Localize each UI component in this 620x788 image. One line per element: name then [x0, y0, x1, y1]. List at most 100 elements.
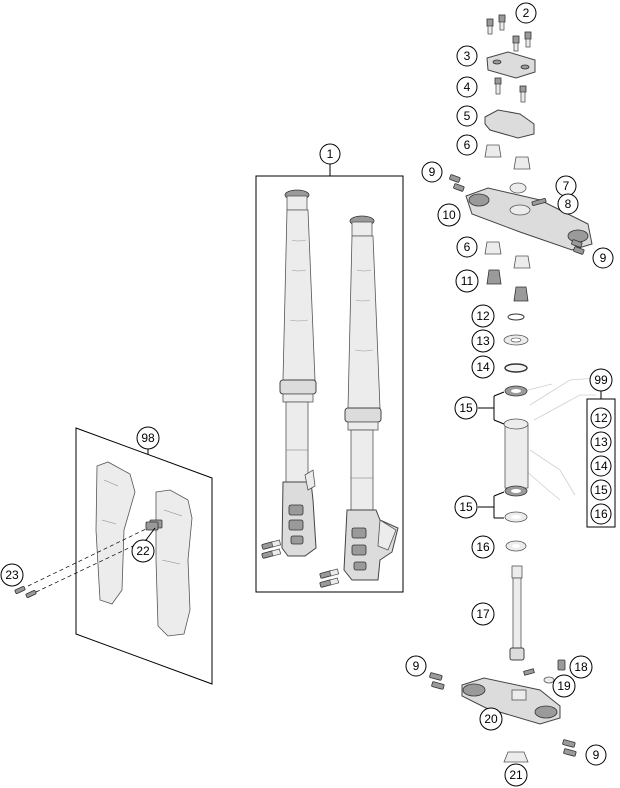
callout-circle — [592, 247, 614, 269]
callout-10: 10 — [437, 203, 461, 227]
callout-number: 12 — [594, 411, 608, 425]
callout-circle — [590, 455, 612, 477]
frame-outline — [519, 377, 597, 501]
callout-number: 10 — [442, 208, 456, 222]
callout-circle — [456, 134, 478, 156]
clamp-part-5 — [484, 109, 535, 139]
kit-99-item-16: 16 — [590, 503, 612, 525]
callout-circle — [479, 707, 503, 731]
fork-leg-right — [343, 215, 399, 581]
callout-21: 21 — [504, 763, 528, 787]
callout-circle — [590, 503, 612, 525]
callout-23: 23 — [0, 563, 24, 587]
callout-circle — [454, 396, 478, 420]
callout-number: 9 — [600, 251, 607, 265]
callout-98: 98 — [136, 426, 160, 450]
callout-number: 6 — [464, 138, 471, 152]
callout-number: 6 — [464, 240, 471, 254]
leader-lines — [478, 390, 602, 519]
kit-99-item-15: 15 — [590, 479, 612, 501]
callout-12: 12 — [471, 304, 495, 328]
kit-99-box — [586, 398, 616, 528]
callout-number: 13 — [476, 334, 490, 348]
callout-circle — [0, 563, 24, 587]
callout-13: 13 — [471, 329, 495, 353]
steering-parts-group — [429, 14, 597, 763]
callout-19: 19 — [552, 674, 576, 698]
washer-part-19 — [543, 676, 555, 684]
kit-99-item-14: 14 — [590, 455, 612, 477]
callout-circle — [456, 105, 478, 127]
callout-circle — [405, 655, 427, 677]
callout-number: 16 — [476, 540, 490, 554]
callout-15a: 15 — [454, 396, 478, 420]
callout-6b: 6 — [456, 236, 478, 258]
fork-guard-group — [14, 427, 213, 685]
callout-circle — [456, 76, 478, 98]
callout-number: 9 — [429, 165, 436, 179]
callout-number: 20 — [484, 712, 498, 726]
callout-circle — [552, 674, 576, 698]
bolts-part-4 — [494, 77, 527, 103]
callout-circle — [471, 535, 495, 559]
callout-number: 1 — [327, 147, 334, 161]
callout-99: 99 — [589, 368, 613, 392]
callout-number: 3 — [464, 49, 471, 63]
callout-number: 7 — [563, 179, 570, 193]
callout-circle — [569, 655, 593, 679]
callout-18: 18 — [569, 655, 593, 679]
callout-9b: 9 — [592, 247, 614, 269]
callout-circle — [131, 539, 155, 563]
callout-circle — [471, 602, 495, 626]
fork-guard-right — [149, 489, 193, 637]
callout-circle — [454, 495, 478, 519]
callout-11: 11 — [455, 269, 479, 293]
callout-16: 16 — [471, 535, 495, 559]
callout-1: 1 — [319, 143, 341, 165]
callout-6a: 6 — [456, 134, 478, 156]
callout-circle — [421, 161, 443, 183]
fork-assembly-group — [255, 164, 404, 593]
callout-number: 4 — [464, 80, 471, 94]
rubbers-part-6-bottom — [484, 241, 531, 269]
callout-circle — [515, 2, 537, 24]
callout-number: 99 — [594, 373, 608, 387]
callout-number: 9 — [413, 659, 420, 673]
callout-number: 18 — [574, 660, 588, 674]
callout-number: 19 — [557, 679, 571, 693]
callout-number: 5 — [464, 109, 471, 123]
fork-bolts-right — [319, 568, 340, 588]
callout-number: 2 — [523, 6, 530, 20]
callout-20: 20 — [479, 707, 503, 731]
callout-number: 13 — [594, 435, 608, 449]
callout-number: 15 — [594, 483, 608, 497]
rubbers-part-6-top — [484, 144, 531, 170]
callout-circle — [471, 329, 495, 353]
callout-15b: 15 — [454, 495, 478, 519]
callout-4: 4 — [456, 76, 478, 98]
callout-number: 12 — [476, 309, 490, 323]
callout-7: 7 — [555, 175, 577, 197]
callout-number: 9 — [593, 748, 600, 762]
nut-part-7 — [509, 182, 527, 194]
callout-number: 16 — [594, 507, 608, 521]
clip-part-22 — [145, 521, 159, 531]
callout-circle — [136, 426, 160, 450]
callout-circle — [585, 744, 607, 766]
lower-triple-clamp-part-20 — [461, 677, 561, 725]
callout-17: 17 — [471, 602, 495, 626]
callout-circle — [590, 431, 612, 453]
callout-number: 17 — [476, 607, 490, 621]
bolts-part-9-lower — [429, 672, 577, 757]
screw-part-23 — [14, 527, 151, 598]
callout-circle — [455, 269, 479, 293]
callout-number: 23 — [5, 568, 19, 582]
steering-stem-part-17 — [509, 565, 525, 661]
callout-circle — [437, 203, 461, 227]
callout-circle — [471, 355, 495, 379]
callout-9d: 9 — [585, 744, 607, 766]
callout-circle — [319, 143, 341, 165]
callout-circle — [456, 45, 478, 67]
